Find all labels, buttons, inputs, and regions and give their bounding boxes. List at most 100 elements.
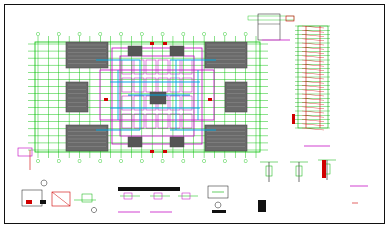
axis-bubble [243, 159, 248, 163]
riser-branch [301, 30, 325, 33]
core-cell [145, 59, 157, 75]
riser-branch [301, 106, 325, 109]
core-cell [169, 113, 181, 129]
legend-fixture [81, 193, 93, 203]
core-cell [181, 113, 193, 129]
axis-bubble [160, 32, 165, 36]
pipe-tag [150, 150, 154, 153]
riser-branch [301, 34, 325, 37]
riser-branch [301, 64, 325, 67]
wall-outline [99, 69, 215, 121]
legend-title-bar [118, 187, 180, 191]
axis-bubble [223, 159, 227, 163]
pipe-tag [208, 98, 212, 101]
axis-bubble [56, 159, 61, 163]
axis-bubble [202, 159, 206, 163]
axis-bubble [243, 32, 248, 36]
riser-branch [301, 115, 325, 118]
riser-branch [301, 42, 325, 46]
core-cell [145, 113, 157, 129]
core-cell [157, 113, 169, 129]
pipe-tag [163, 150, 167, 153]
tower-block [65, 41, 109, 69]
section-mark [322, 160, 326, 178]
main-floor-plan[interactable] [17, 32, 268, 170]
cad-drawing-canvas[interactable] [0, 0, 389, 228]
riser-branch [301, 98, 325, 101]
stamp-mark [285, 15, 295, 22]
pipe-tag [163, 42, 167, 45]
riser-branch [301, 102, 325, 105]
riser-branch [301, 123, 325, 126]
legend-box [21, 189, 43, 207]
legend-and-symbols [21, 179, 266, 213]
axis-bubble [36, 159, 40, 163]
riser-branch [301, 59, 325, 63]
riser-diagram[interactable] [292, 25, 330, 147]
axis-bubble [140, 32, 144, 36]
wall-outline [111, 47, 203, 145]
axis-bubble [160, 159, 165, 163]
legend-box [207, 185, 229, 199]
axis-bubble [140, 159, 144, 163]
core-cell [181, 77, 193, 93]
core-cell [133, 77, 145, 93]
riser-branch [301, 38, 325, 41]
axis-bubble [181, 159, 186, 163]
tower-block [224, 81, 248, 113]
core-cell [133, 113, 145, 129]
riser-branch [301, 85, 325, 88]
core-block [149, 91, 167, 105]
core-cell [169, 77, 181, 93]
legend-valve-diag [51, 191, 71, 207]
core-block [127, 136, 143, 148]
axis-bubble [36, 32, 40, 36]
legend-block [258, 200, 266, 212]
wall-outline [119, 55, 195, 137]
axis-bubble [98, 32, 103, 36]
legend-symbol [153, 192, 163, 200]
axis-bubble [119, 32, 123, 36]
section-details [260, 159, 368, 204]
legend-mark [26, 200, 32, 204]
axis-bubble [56, 32, 61, 36]
riser-branch [301, 72, 325, 75]
tower-block [65, 124, 109, 152]
core-cell [157, 59, 169, 75]
core-cell [133, 95, 145, 111]
riser-branch [301, 51, 325, 54]
legend-valve [51, 191, 71, 207]
tower-block [204, 41, 248, 69]
axis-bubble [223, 32, 227, 36]
riser-branch [301, 93, 325, 97]
core-cell [121, 95, 133, 111]
axis-bubble [77, 32, 82, 36]
riser-branch [301, 89, 325, 92]
sheet-border [4, 4, 385, 224]
riser-branch [301, 119, 325, 122]
riser-branch [301, 47, 325, 50]
core-cell [121, 113, 133, 129]
riser-branch [301, 81, 325, 84]
riser-branch [301, 68, 325, 71]
core-block [169, 136, 185, 148]
riser-branch [301, 55, 325, 58]
canvas-background [0, 0, 389, 228]
section-box [295, 165, 303, 177]
core-cell [181, 95, 193, 111]
riser-branch [301, 110, 325, 114]
riser-tag [292, 114, 295, 124]
legend-circle [214, 201, 222, 209]
riser-branch [301, 76, 325, 80]
legend-bar [212, 210, 226, 213]
axis-bubble [181, 32, 186, 36]
legend-symbol [181, 192, 191, 200]
tower-block [65, 81, 89, 113]
legend-symbol [123, 192, 133, 200]
axis-bubble [77, 159, 82, 163]
riser-box [17, 147, 33, 157]
axis-bubble [202, 32, 206, 36]
axis-bubble [98, 159, 103, 163]
legend-circle [40, 179, 48, 187]
riser-branch [301, 25, 325, 29]
